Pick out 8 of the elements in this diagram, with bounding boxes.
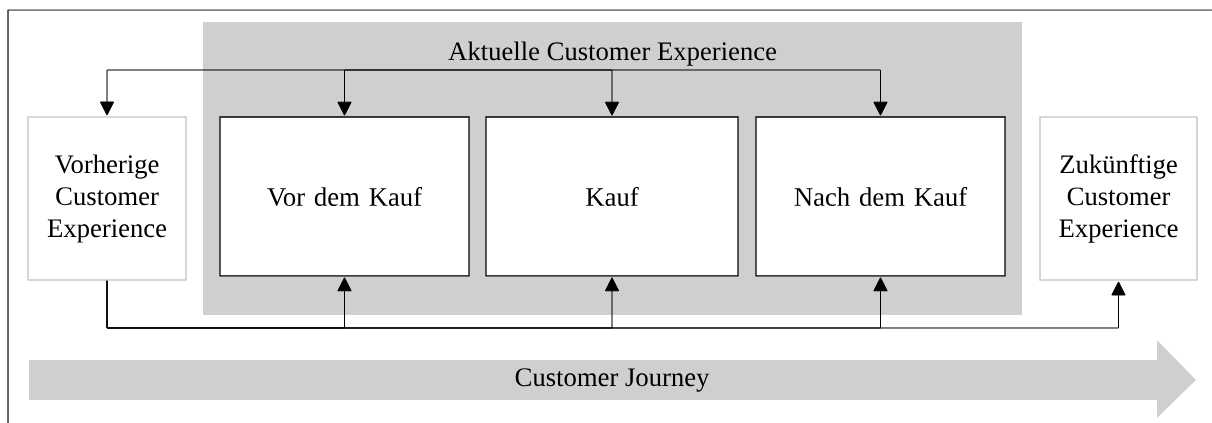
phase-box: Nach dem Kauf [755,116,1006,277]
arrow [106,280,1126,329]
arrow [494,69,888,116]
experience-box: Zukünftige Customer Experience [1039,116,1198,281]
phase-box: Vor dem Kauf [219,116,470,277]
experience-box: Vorherige Customer Experience [27,116,187,281]
phase-box: Kauf [485,116,739,277]
arrow [337,69,496,116]
